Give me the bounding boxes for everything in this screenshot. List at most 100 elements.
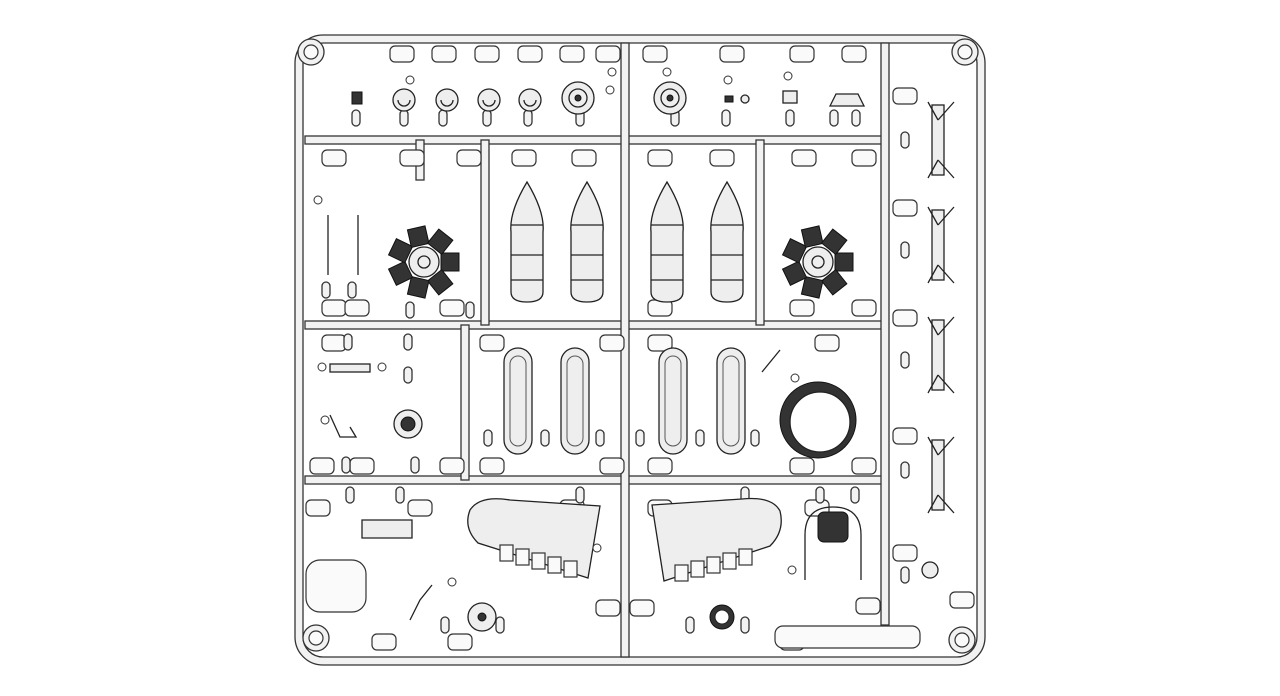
wheel-axle — [666, 94, 674, 102]
sprue-tab — [371, 633, 397, 651]
sprue-tab — [789, 457, 815, 475]
gate — [403, 366, 413, 384]
sprue-parts — [313, 67, 955, 632]
sprue-tab — [855, 597, 881, 615]
sprue-tab — [439, 299, 465, 317]
capsule-inner — [722, 355, 740, 447]
wheel-axle — [574, 94, 582, 102]
gate — [410, 456, 420, 474]
sprue-tab — [814, 334, 840, 352]
gate — [815, 486, 825, 504]
propeller-hub — [931, 439, 945, 511]
capsule-inner — [566, 355, 584, 447]
knob-part — [392, 88, 416, 112]
reference-mark — [447, 577, 457, 587]
wing-rib — [547, 556, 562, 574]
propeller-blade — [927, 316, 955, 394]
wing-rib — [515, 548, 530, 566]
propeller-blade — [927, 206, 955, 284]
rod-part — [409, 584, 433, 621]
sprue-tab-long — [774, 625, 921, 649]
reference-mark — [662, 67, 672, 77]
gate — [900, 131, 910, 149]
sprue-tab — [309, 457, 335, 475]
gate — [695, 429, 705, 447]
sprue-tab — [629, 599, 655, 617]
knob-detail — [482, 99, 496, 107]
engine-cylinder — [387, 260, 414, 286]
sprue-tab — [599, 457, 625, 475]
gate — [345, 486, 355, 504]
gate — [850, 486, 860, 504]
sprue-tab — [647, 334, 673, 352]
sprue-tab — [851, 149, 877, 167]
sprue-tab — [389, 45, 415, 63]
capsule-part — [658, 347, 688, 455]
sprue-tab — [595, 45, 621, 63]
sprue-tab — [642, 45, 668, 63]
gate — [321, 281, 331, 299]
knob-detail — [440, 99, 454, 107]
engine-cylinder — [781, 238, 808, 264]
small-part — [724, 95, 734, 103]
small-part — [921, 561, 939, 579]
engine-cylinder — [820, 268, 848, 296]
reference-mark — [377, 362, 387, 372]
wing-left — [467, 498, 601, 579]
mount-part — [828, 93, 866, 107]
gate — [482, 109, 492, 127]
gate — [829, 109, 839, 127]
knob-part — [518, 88, 542, 112]
sprue-tab — [447, 633, 473, 651]
gate — [438, 109, 448, 127]
engine-cylinder — [387, 238, 414, 264]
sprue-tab — [789, 299, 815, 317]
reference-mark — [605, 85, 615, 95]
sprue-tab — [892, 199, 918, 217]
propeller-hub — [931, 104, 945, 176]
reference-mark — [313, 195, 323, 205]
sprue-tab — [399, 149, 425, 167]
wing-rib — [531, 552, 546, 570]
ejector-pin-inner — [303, 44, 319, 60]
sprue-tab — [321, 299, 347, 317]
drop-tank — [710, 180, 744, 303]
runner-vertical — [480, 139, 490, 326]
runner-horizontal — [304, 320, 886, 330]
gate — [540, 429, 550, 447]
gate — [900, 241, 910, 259]
reference-mark — [790, 373, 800, 383]
engine-cylinder — [426, 268, 454, 296]
ejector-pin-inner — [954, 632, 970, 648]
wing-rib — [738, 548, 753, 566]
wing-rib — [706, 556, 721, 574]
engine-hub — [417, 255, 431, 269]
reference-mark — [607, 67, 617, 77]
seat-frame — [804, 506, 862, 580]
gear-center — [400, 416, 416, 432]
sprue-tab — [599, 334, 625, 352]
clip-part — [782, 90, 798, 104]
sprue-tab — [439, 457, 465, 475]
reference-mark — [783, 71, 793, 81]
gate — [740, 616, 750, 634]
gate — [851, 109, 861, 127]
wing-rib — [722, 552, 737, 570]
reference-mark — [405, 75, 415, 85]
runner-vertical — [880, 42, 890, 626]
sprue-tab — [517, 45, 543, 63]
gate — [347, 281, 357, 299]
small-ring — [740, 94, 750, 104]
sprue-tab — [647, 149, 673, 167]
sprue-tab — [431, 45, 457, 63]
gate — [523, 109, 533, 127]
sprue-tab — [841, 45, 867, 63]
sprue-tab — [344, 299, 370, 317]
sprue-tab — [789, 45, 815, 63]
runner-horizontal — [304, 135, 886, 145]
instrument-part — [361, 519, 413, 539]
drop-tank — [650, 180, 684, 303]
sprue-tab — [709, 149, 735, 167]
seat-back — [817, 511, 849, 543]
ejector-pin-inner — [957, 44, 973, 60]
